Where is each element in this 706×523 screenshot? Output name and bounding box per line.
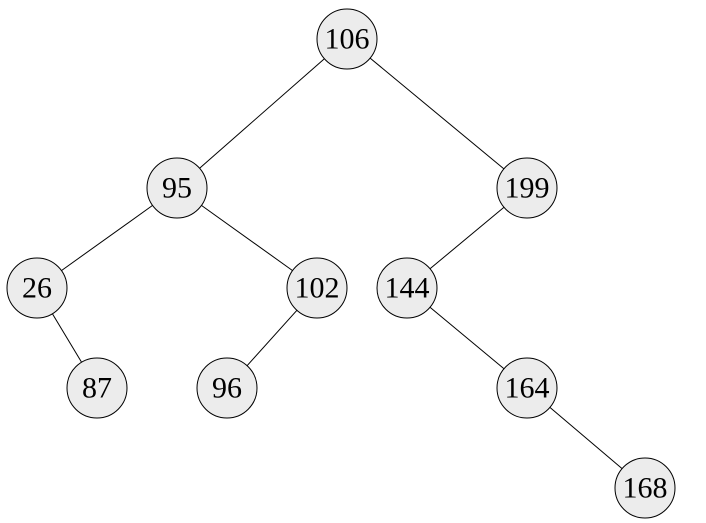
tree-node: 106 [316,8,378,70]
tree-node: 87 [66,357,128,419]
tree-node: 95 [146,157,208,219]
tree-node-label: 87 [82,372,112,405]
tree-edge [201,204,293,272]
tree-edge [51,313,83,363]
tree-node-label: 95 [162,172,192,205]
tree-node-circle [6,257,68,319]
tree-node-circle [376,257,438,319]
tree-edge [369,57,505,170]
tree-node: 168 [614,457,676,519]
tree-node-circle [614,457,676,519]
tree-node-circle [316,8,378,70]
tree-node-circle [286,257,348,319]
tree-node-label: 168 [623,472,668,505]
tree-edge [549,407,623,469]
tree-node-circle [196,357,258,419]
tree-nodes: 106 95 199 26 102 144 87 96 164 168 [6,8,676,519]
tree-edges [51,57,623,469]
tree-node-label: 144 [385,272,430,305]
tree-edge [61,204,153,272]
tree-node-label: 26 [22,272,52,305]
tree-node: 164 [496,357,558,419]
tree-edge [429,306,505,370]
tree-node-label: 106 [325,23,370,56]
tree-edge [199,58,325,169]
tree-edge [246,309,298,367]
tree-node-label: 199 [505,172,550,205]
tree-node: 144 [376,257,438,319]
tree-node: 26 [6,257,68,319]
tree-node-circle [146,157,208,219]
tree-node-label: 102 [295,272,340,305]
tree-node: 199 [496,157,558,219]
tree-node-label: 164 [505,372,550,405]
tree-node-circle [496,357,558,419]
tree-node-circle [496,157,558,219]
tree-node: 96 [196,357,258,419]
tree-node: 102 [286,257,348,319]
tree-node-label: 96 [212,372,242,405]
tree-edge [429,206,505,270]
tree-node-circle [66,357,128,419]
